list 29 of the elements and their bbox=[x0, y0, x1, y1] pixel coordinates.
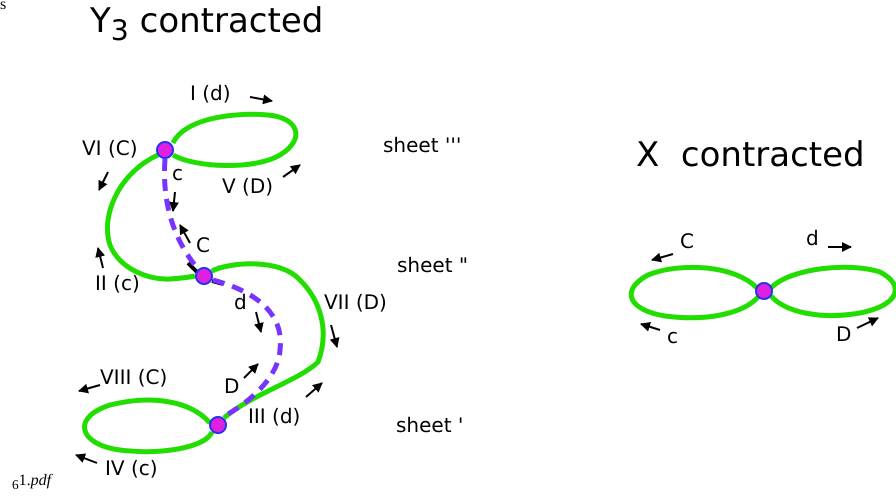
curve-label: VI (C) bbox=[82, 137, 138, 160]
sheet-label: sheet ''' bbox=[383, 134, 462, 157]
heading: X contracted bbox=[636, 136, 865, 176]
curve-label: D bbox=[224, 375, 240, 398]
curve-label: II (c) bbox=[95, 272, 140, 295]
junction-point bbox=[195, 267, 213, 285]
junction-point bbox=[755, 282, 773, 300]
heading: Y$_{3}$ contracted bbox=[90, 2, 324, 48]
curve-label: V (D) bbox=[222, 175, 274, 198]
junction-point bbox=[156, 141, 174, 159]
curve-label: c bbox=[172, 162, 183, 185]
curve-label: VIII (C) bbox=[100, 366, 168, 389]
file-name: $_{6}$1.pdf bbox=[12, 472, 52, 492]
curve-label: C bbox=[680, 230, 694, 253]
curve-label: D bbox=[836, 323, 852, 346]
curve bbox=[211, 261, 326, 420]
junction-point bbox=[209, 416, 227, 434]
sheet-label: sheet ' bbox=[396, 414, 464, 437]
curve-label: III (d) bbox=[248, 405, 300, 428]
curve bbox=[104, 152, 196, 282]
sheet-label: sheet " bbox=[397, 254, 468, 277]
curve-label: IV (c) bbox=[105, 457, 158, 480]
curve-label: d bbox=[806, 227, 819, 250]
curve-label: c bbox=[667, 325, 678, 348]
page-fragment: s bbox=[0, 0, 6, 14]
curve-label: I (d) bbox=[190, 82, 231, 105]
curve-label: d bbox=[234, 291, 247, 314]
curve-label: C bbox=[196, 234, 210, 257]
curve-label: VII (D) bbox=[324, 291, 387, 314]
